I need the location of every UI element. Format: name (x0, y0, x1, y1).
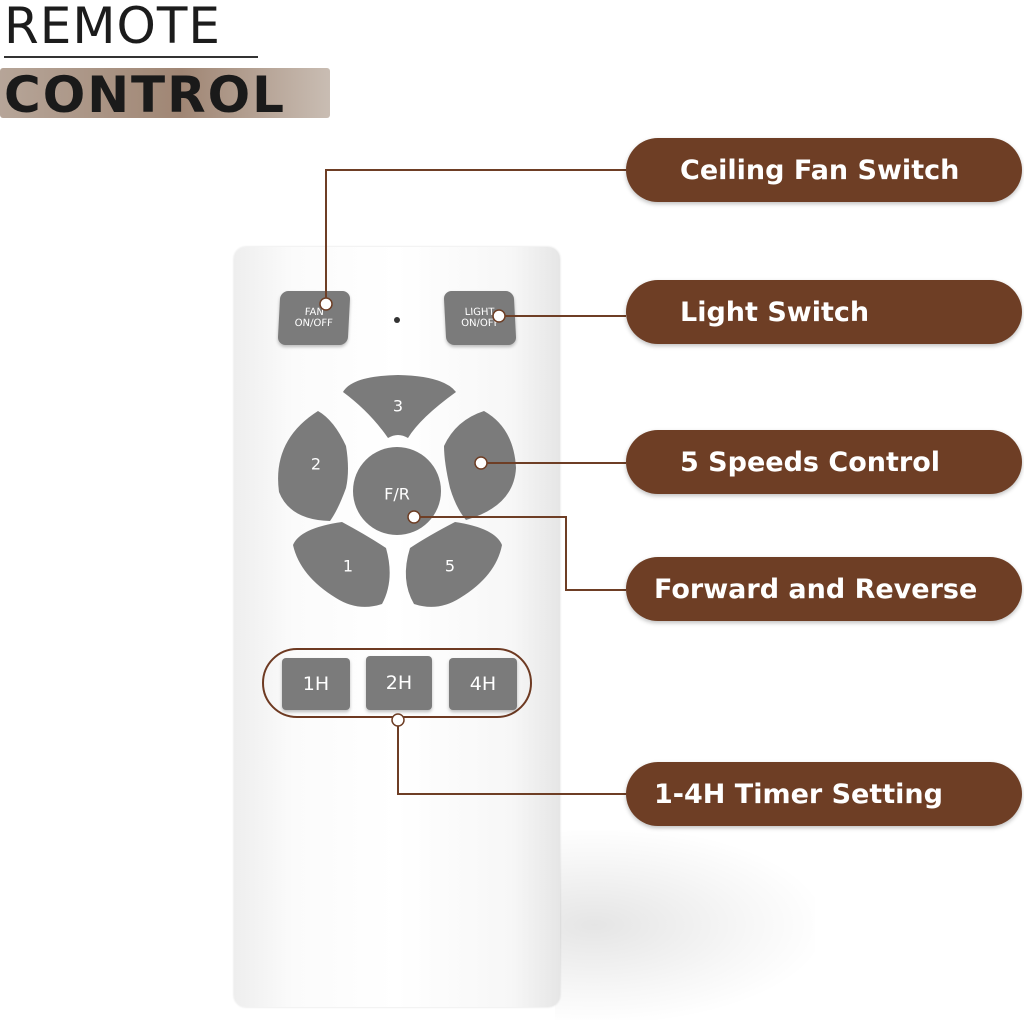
remote-shadow (555, 830, 815, 1020)
speed-1-label: 1 (342, 556, 354, 576)
callout-timer-setting: 1-4H Timer Setting (626, 762, 1022, 826)
callout-light-switch-text: Light Switch (680, 296, 870, 328)
callout-forward-reverse: Forward and Reverse (626, 557, 1022, 621)
speed-1-button[interactable] (293, 522, 390, 607)
heading-remote: REMOTE (4, 0, 221, 55)
heading-divider (4, 56, 258, 58)
timer-1h-label: 1H (302, 673, 330, 695)
timer-4h-label: 4H (469, 673, 497, 695)
timer-4h-button[interactable]: 4H (449, 658, 517, 710)
dot-speed (474, 456, 488, 470)
callout-light-switch: Light Switch (626, 280, 1022, 344)
dot-timer (391, 713, 405, 727)
callout-ceiling-fan-switch: Ceiling Fan Switch (626, 138, 1022, 202)
connector-fan (325, 169, 626, 304)
speed-3-label: 3 (392, 396, 404, 416)
callout-ceiling-fan-switch-text: Ceiling Fan Switch (680, 154, 960, 186)
heading-highlight (0, 68, 330, 118)
timer-1h-button[interactable]: 1H (282, 658, 350, 710)
timer-2h-label: 2H (385, 672, 413, 694)
dot-light (492, 309, 506, 323)
callout-speeds-control-text: 5 Speeds Control (680, 446, 940, 478)
connector-timer (397, 720, 626, 795)
timer-2h-button[interactable]: 2H (366, 656, 432, 710)
remote-body (234, 247, 560, 1007)
forward-reverse-label: F/R (384, 484, 410, 504)
connector-direction (414, 516, 626, 591)
dot-direction (407, 510, 421, 524)
dot-fan (319, 297, 333, 311)
heading-control: CONTROL (4, 66, 287, 124)
speed-2-button[interactable] (278, 411, 348, 521)
callout-forward-reverse-text: Forward and Reverse (654, 573, 978, 605)
speed-2-label: 2 (310, 454, 322, 474)
speed-5-button[interactable] (405, 522, 502, 607)
callout-timer-setting-text: 1-4H Timer Setting (654, 778, 943, 810)
ir-sensor (394, 317, 400, 323)
callout-speeds-control: 5 Speeds Control (626, 430, 1022, 494)
speed-3-button[interactable] (343, 375, 456, 438)
speed-5-label: 5 (444, 556, 456, 576)
